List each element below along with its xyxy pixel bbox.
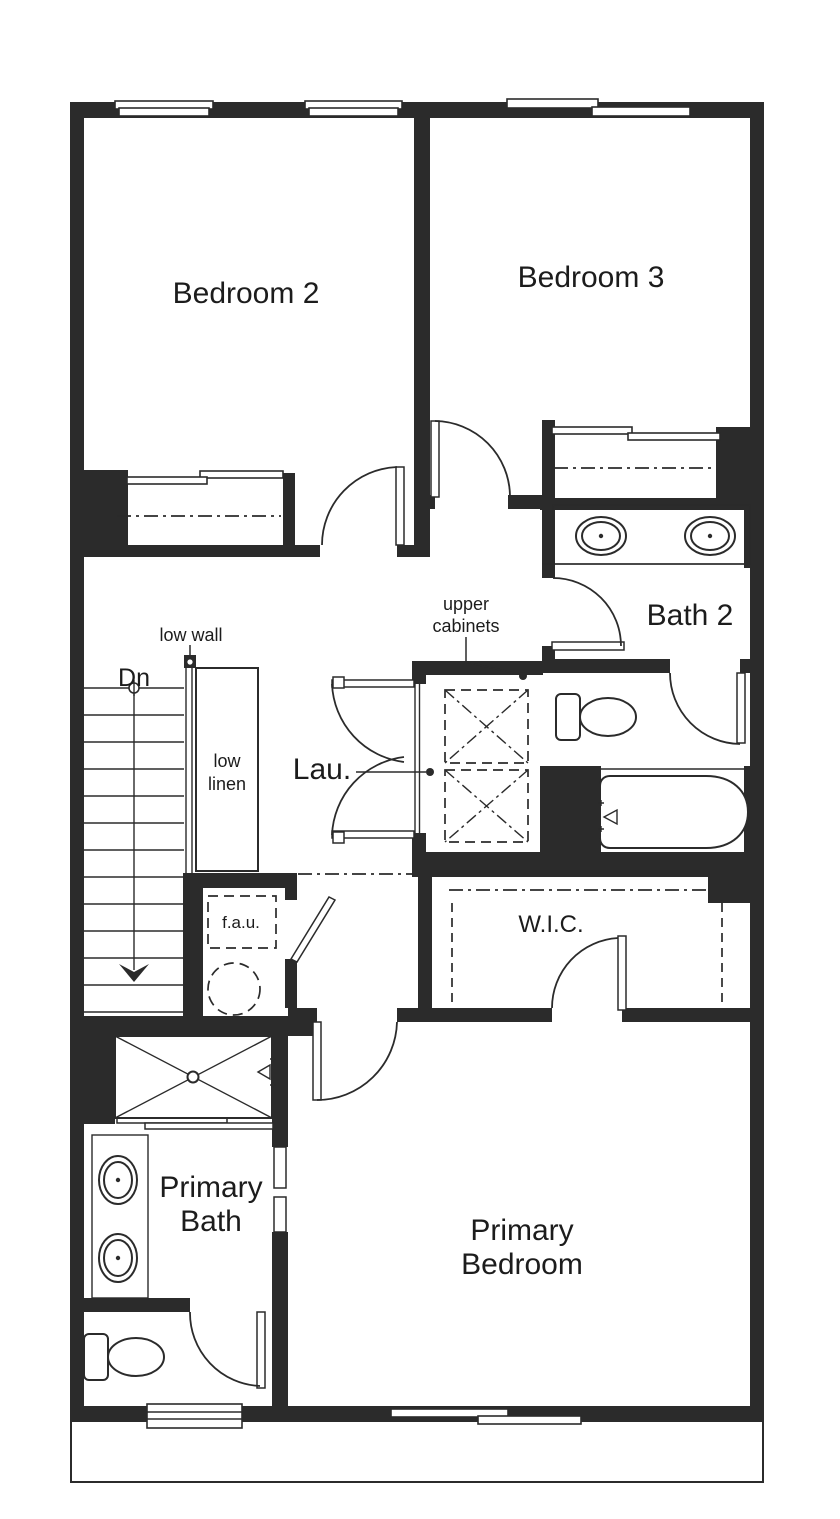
primary-bedroom-door [312, 1021, 398, 1101]
window-bedroom2-left [114, 100, 214, 117]
wall-laundry-jamb-bottom [412, 833, 426, 856]
wall-bath2-compartment [542, 659, 670, 673]
leader-upper-cabinets [465, 637, 527, 680]
fixtures [83, 516, 750, 1381]
bedroom3-door [430, 420, 511, 498]
primary-sink-bottom [98, 1233, 138, 1283]
wall-bed2-south-east [397, 545, 430, 557]
wall-hall-bedroom-west [288, 1008, 317, 1036]
label-bedroom2: Bedroom 2 [173, 277, 320, 310]
primary-vanity [91, 1134, 149, 1299]
label-primary-bedroom-2: Bedroom [461, 1248, 583, 1281]
wall-fau-jamb-bottom [285, 959, 297, 1008]
windows [114, 98, 691, 1429]
low-linen-cabinet [195, 667, 259, 872]
bedroom3-closet [551, 426, 721, 497]
bedroom2-closet [117, 470, 284, 517]
primary-bath-pocket-door [273, 1146, 287, 1233]
wall-toilet-room-north [84, 1298, 190, 1312]
bedroom2-door [321, 466, 405, 546]
label-upper-cabinets-2: cabinets [432, 616, 499, 636]
wall-wic-south-west [430, 1008, 552, 1022]
window-bedroom3 [506, 98, 691, 117]
bath2-vanity [542, 504, 751, 565]
label-down: Dn [118, 664, 150, 692]
label-laundry: Lau. [293, 753, 351, 786]
fau-unit [207, 895, 277, 949]
wall-tub-block [540, 766, 601, 855]
wall-left [70, 102, 84, 1422]
wall-bed3-closet-block [716, 427, 752, 498]
bath2-sink-right [684, 516, 736, 556]
doors [116, 420, 746, 1389]
label-primary-bedroom-1: Primary [470, 1214, 573, 1247]
wall-bedroom-divider [414, 118, 430, 557]
label-bedroom3: Bedroom 3 [518, 261, 665, 294]
label-bath2: Bath 2 [647, 599, 734, 632]
bath2-sink-left [575, 516, 627, 556]
laundry-doors [331, 676, 421, 844]
low-wall [184, 655, 196, 873]
wall-bath-east-lower [272, 1232, 288, 1406]
label-fau: f.a.u. [222, 913, 260, 932]
wall-hall-bedroom-east [397, 1008, 418, 1022]
toilet-room-door [189, 1311, 266, 1389]
wall-bath2-hinge-block [740, 659, 752, 673]
shower [114, 1035, 276, 1119]
wall-fau-north [183, 873, 297, 888]
wall-bed3-closet-south [540, 498, 752, 510]
wall-bath-north-band [70, 1016, 288, 1036]
wic-shelving [449, 889, 723, 1004]
stairs [84, 655, 259, 1013]
label-primary-bath-2: Bath [180, 1205, 242, 1238]
label-low-wall: low wall [159, 625, 222, 645]
roof-outline [70, 1422, 764, 1483]
primary-toilet [83, 1333, 165, 1381]
wall-bed2-south [84, 545, 320, 557]
wall-laundry-north [414, 661, 543, 675]
wall-fau-west [183, 873, 203, 1020]
interior-walls [70, 118, 752, 1406]
window-primary-bedroom [390, 1408, 582, 1425]
wall-south-band [412, 852, 752, 877]
label-wic: W.I.C. [518, 911, 583, 938]
bath2-door [551, 577, 625, 651]
wall-right [750, 102, 764, 1422]
leader-laundry [356, 768, 434, 776]
wall-fau-jamb-top [285, 888, 297, 900]
wall-wic-west [418, 852, 432, 1022]
wall-bed2-closet-right [283, 473, 295, 549]
wall-laundry-jamb-top [412, 661, 426, 684]
label-primary-bath-1: Primary [159, 1171, 262, 1204]
bathtub [598, 768, 750, 849]
wall-vestibule-west [414, 495, 435, 509]
fau-door [289, 896, 337, 963]
wall-wic-south-east [622, 1008, 752, 1022]
bath2-compartment-door [669, 672, 746, 745]
wall-shower-west-block [84, 1036, 115, 1124]
wall-bed2-closet-left [84, 470, 128, 552]
label-low-linen-2: linen [208, 774, 246, 794]
leader-lines [189, 637, 527, 776]
fau-closet [207, 895, 277, 1016]
wall-bath2-right-thick [744, 498, 752, 568]
window-bedroom2-right [304, 100, 403, 117]
window-toilet-room [146, 1403, 243, 1429]
labels: Bedroom 2 Bedroom 3 Bath 2 Lau. W.I.C. P… [118, 261, 733, 1281]
label-upper-cabinets-1: upper [443, 594, 489, 614]
wall-vestibule-east [508, 495, 546, 509]
bath2-toilet [555, 693, 637, 741]
stair-down-arrow [119, 680, 149, 982]
casework [91, 426, 751, 1299]
label-low-linen-1: low [213, 751, 241, 771]
laundry-machines [444, 689, 529, 843]
wall-wic-ne-block [708, 852, 752, 903]
primary-sink-top [98, 1155, 138, 1205]
shower-head-icon [256, 1063, 271, 1081]
wic-door [551, 935, 627, 1011]
wall-bath-east-upper [272, 1020, 288, 1147]
fau-water-heater [207, 962, 261, 1016]
